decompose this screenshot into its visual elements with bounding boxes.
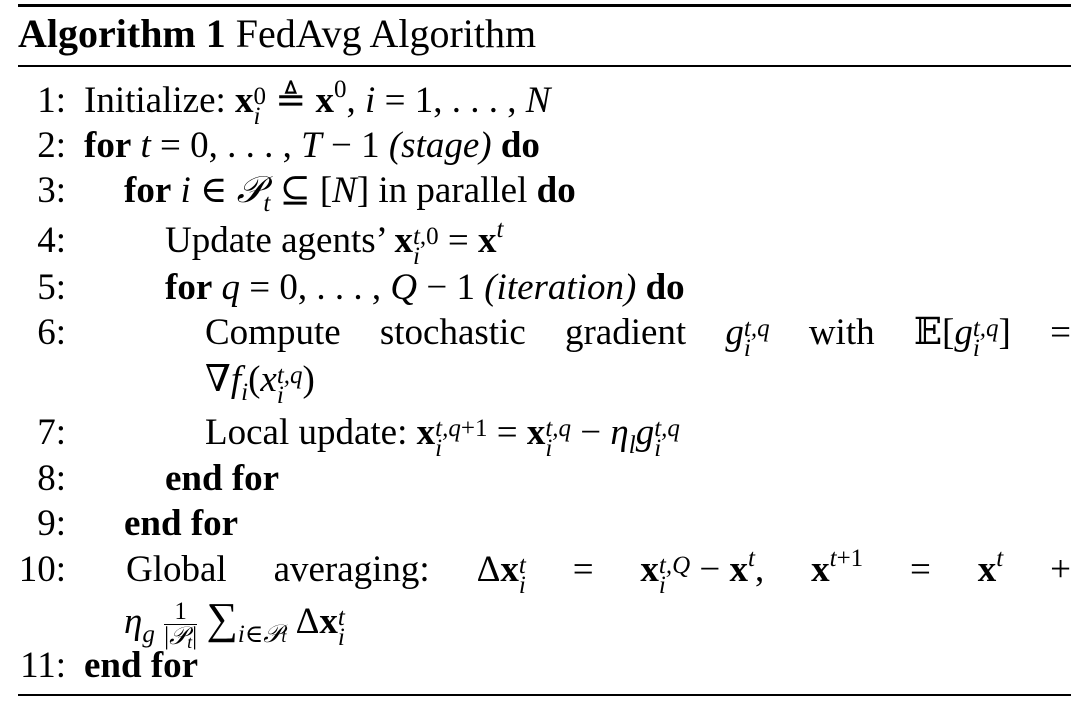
word-global: Global bbox=[126, 549, 227, 590]
word-stochastic: stochastic bbox=[379, 312, 526, 353]
top-rule bbox=[18, 4, 1071, 7]
line-number: 8: bbox=[37, 458, 66, 499]
algorithm-line-8: 8: end for bbox=[0, 456, 1083, 502]
equals-sign: = bbox=[910, 549, 931, 590]
algorithm-line-2: 2: for t = 0, . . . , T − 1 (stage) do bbox=[0, 123, 1083, 169]
stage-comment: (stage) bbox=[388, 125, 492, 166]
algorithm-line-3: 3: for i ∈ 𝒫t ⊆ [N] in parallel do bbox=[0, 168, 1083, 217]
word-with: with bbox=[808, 312, 875, 353]
keyword-end-for: end for bbox=[84, 645, 199, 686]
line-text: Update agents’ bbox=[165, 220, 386, 261]
line-text: Initialize: bbox=[84, 80, 226, 121]
current-iterate-formula: xt bbox=[977, 545, 1004, 590]
keyword-do: do bbox=[536, 170, 576, 211]
algorithm-title: FedAvg Algorithm bbox=[235, 11, 537, 56]
keyword-end-for: end for bbox=[165, 458, 280, 499]
line-number: 3: bbox=[37, 170, 66, 211]
keyword-end-for: end for bbox=[124, 503, 239, 544]
line-number: 1: bbox=[37, 80, 66, 121]
line-number: 11: bbox=[20, 645, 66, 686]
word-compute: Compute bbox=[205, 312, 341, 353]
agent-set-formula: i ∈ 𝒫t ⊆ [N] bbox=[180, 170, 370, 217]
algorithm-line-5: 5: for q = 0, . . . , Q − 1 (iteration) … bbox=[0, 265, 1083, 311]
keyword-for: for bbox=[124, 170, 172, 211]
algorithm-label: Algorithm 1 bbox=[18, 11, 226, 56]
in-parallel-text: in parallel bbox=[378, 170, 528, 211]
line-number: 6: bbox=[37, 312, 66, 353]
keyword-do: do bbox=[500, 125, 540, 166]
algorithm-caption: Algorithm 1 FedAvg Algorithm bbox=[18, 8, 536, 60]
line-number: 4: bbox=[37, 220, 66, 261]
equals-sign: = bbox=[572, 549, 594, 590]
keyword-for: for bbox=[165, 267, 213, 308]
word-averaging: averaging: bbox=[273, 549, 430, 590]
algorithm-line-11: 11: end for bbox=[0, 643, 1083, 689]
line-number: 5: bbox=[37, 267, 66, 308]
keyword-do: do bbox=[645, 267, 685, 308]
keyword-for: for bbox=[84, 125, 132, 166]
loop-range-formula: q = 0, . . . , Q − 1 bbox=[221, 267, 475, 308]
algorithm-line-9: 9: end for bbox=[0, 501, 1083, 547]
word-gradient: gradient bbox=[564, 312, 687, 353]
next-iterate-formula: xt+1 bbox=[811, 545, 864, 590]
line-number: 7: bbox=[37, 412, 66, 453]
plus-sign: + bbox=[1050, 549, 1071, 590]
line-text: Local update: bbox=[205, 412, 408, 453]
bottom-rule bbox=[18, 694, 1071, 696]
iteration-comment: (iteration) bbox=[484, 267, 637, 308]
line-number: 9: bbox=[37, 503, 66, 544]
equals-sign: = bbox=[1050, 312, 1071, 353]
line-number: 10: bbox=[18, 549, 66, 590]
loop-range-formula: t = 0, . . . , T − 1 bbox=[140, 125, 380, 166]
caption-rule bbox=[18, 65, 1071, 67]
line-number: 2: bbox=[37, 125, 66, 166]
